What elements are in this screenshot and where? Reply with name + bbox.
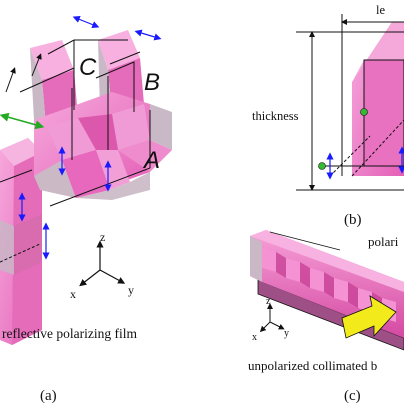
axis-y-a: y: [128, 283, 134, 297]
axes-c: [259, 303, 285, 333]
axis-z-a: z: [100, 230, 105, 244]
caption-c: (c): [344, 388, 361, 404]
length-guide-c: [269, 231, 341, 251]
polarized-label: polari: [368, 234, 399, 249]
panel-a: C B A z x y reflective polarizing film (…: [0, 15, 172, 404]
polarization-arrows-a: [18, 15, 162, 260]
section-label-c: C: [79, 54, 97, 81]
film-label: reflective polarizing film: [2, 326, 137, 341]
section-outlines: [0, 39, 151, 207]
axes-a: [79, 240, 126, 287]
green-dot-edge: [318, 162, 326, 170]
panel-c: z x y polari unpolarized collimated b (c…: [248, 230, 404, 404]
green-arrow: [0, 112, 45, 130]
panel-b: thickness le (b): [252, 3, 404, 228]
section-label-b: B: [144, 69, 160, 96]
dimension-lines-b: [296, 14, 404, 191]
prism-group-abc: [30, 30, 172, 200]
length-label: le: [376, 3, 385, 17]
axis-z-c: z: [266, 296, 271, 307]
beam-label: unpolarized collimated b: [248, 358, 377, 373]
axis-x-a: x: [70, 287, 76, 301]
caption-a: (a): [40, 388, 57, 404]
thickness-label: thickness: [252, 109, 299, 123]
black-arrows-a: [5, 53, 42, 93]
axis-y-c: y: [284, 328, 289, 339]
section-label-a: A: [142, 147, 160, 174]
caption-b: (b): [344, 212, 362, 228]
green-dot-center: [360, 108, 368, 116]
axis-x-c: x: [252, 332, 257, 343]
yellow-beam-arrow: [341, 295, 397, 339]
